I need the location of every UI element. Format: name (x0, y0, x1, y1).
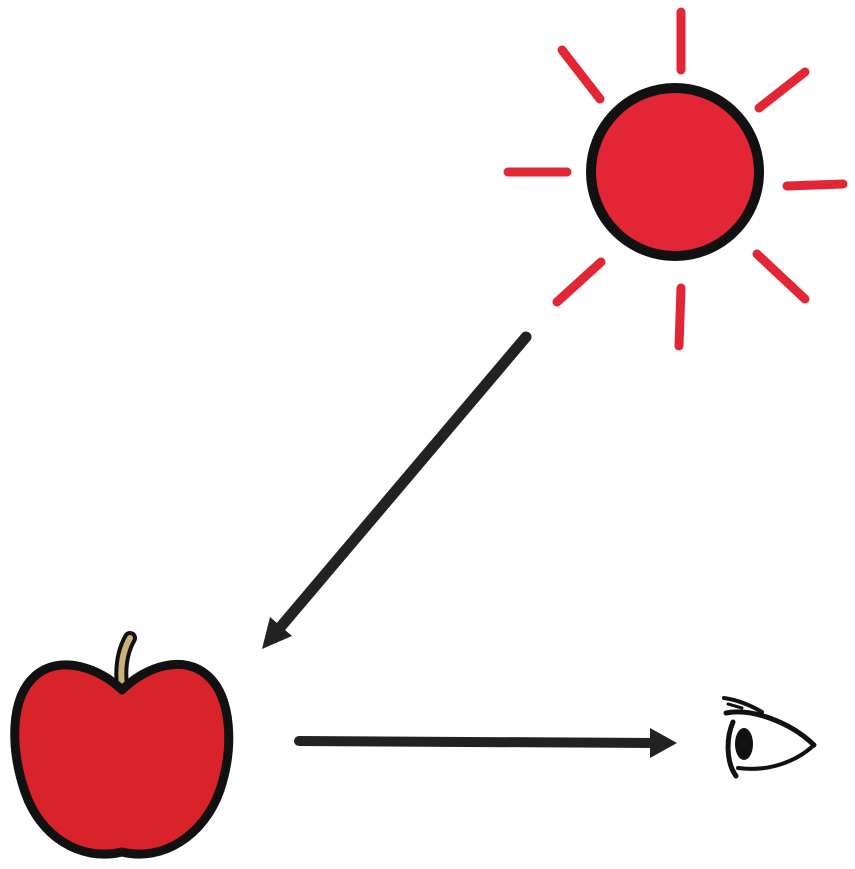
apple-icon (15, 638, 229, 854)
arrow-sun-to-apple (262, 337, 526, 649)
arrow-apple-to-eye (299, 728, 677, 758)
eye-contour (728, 722, 736, 776)
sun-icon (508, 12, 843, 346)
eye-pupil (735, 728, 753, 760)
eye-icon (724, 698, 814, 776)
apple-body (15, 664, 229, 854)
sun-disc (591, 88, 759, 256)
